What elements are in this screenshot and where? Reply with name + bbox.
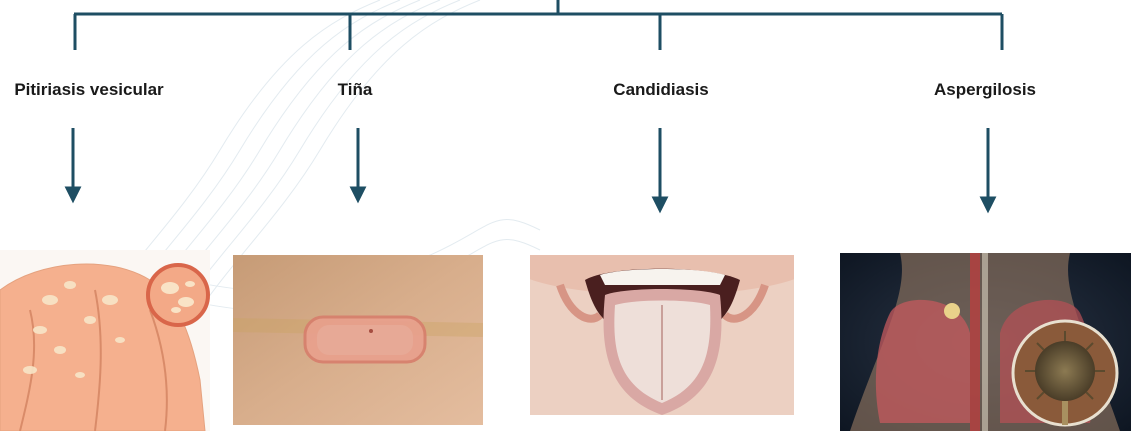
label-tina: Tiña bbox=[338, 80, 373, 100]
image-pitiriasis-back bbox=[0, 250, 210, 431]
arrowhead-3 bbox=[654, 198, 666, 210]
image-aspergilosis-lungs bbox=[840, 253, 1131, 431]
image-candidiasis-tongue bbox=[530, 255, 794, 415]
label-aspergilosis: Aspergilosis bbox=[934, 80, 1036, 100]
arrowhead-4 bbox=[982, 198, 994, 210]
label-candidiasis: Candidiasis bbox=[613, 80, 708, 100]
image-tina-skin bbox=[233, 255, 483, 425]
arrowhead-2 bbox=[352, 188, 364, 200]
label-pitiriasis-vesicular: Pitiriasis vesicular bbox=[14, 80, 163, 100]
arrowhead-1 bbox=[67, 188, 79, 200]
